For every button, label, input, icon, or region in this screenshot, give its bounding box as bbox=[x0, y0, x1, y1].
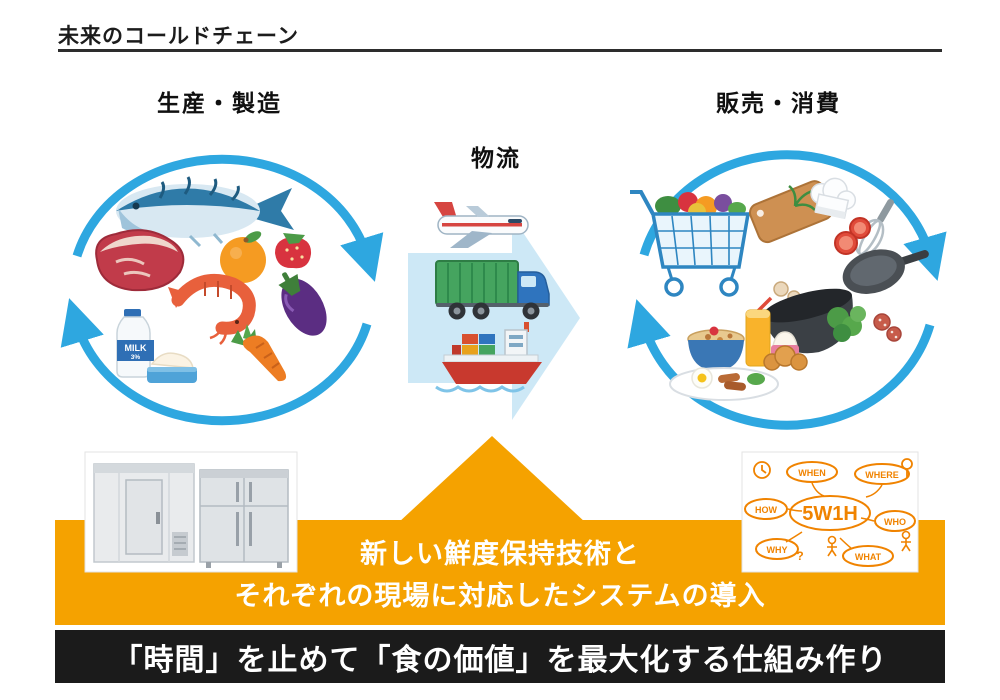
orange-juice-icon bbox=[745, 296, 773, 367]
label-logistics: 物流 bbox=[467, 139, 525, 173]
banner-text: 新しい鮮度保持技術と それぞれの現場に対応したシステムの導入 bbox=[0, 533, 1000, 617]
doodle-people-icon bbox=[827, 530, 911, 557]
shrimp-icon bbox=[168, 273, 256, 345]
whiteboard-word-when: WHEN bbox=[798, 468, 826, 478]
cargo-ship-icon bbox=[435, 322, 542, 393]
whiteboard-word-what: WHAT bbox=[855, 552, 882, 562]
shopping-cart-icon bbox=[630, 190, 751, 297]
eggplant-icon bbox=[278, 272, 327, 336]
upward-arrow bbox=[398, 436, 586, 523]
carrot-icon bbox=[231, 324, 287, 382]
doodle-clock-icon bbox=[753, 461, 771, 479]
production-cycle-arrows bbox=[60, 154, 384, 426]
beef-icon bbox=[95, 229, 185, 292]
whiteboard-center-text: 5W1H bbox=[802, 503, 858, 525]
truck-icon bbox=[435, 260, 550, 320]
whiteboard-word-how: HOW bbox=[755, 505, 778, 515]
label-production: 生産・製造 bbox=[153, 84, 286, 118]
frying-pan-icon bbox=[842, 249, 929, 294]
milk-label: MILK bbox=[125, 343, 147, 353]
5w1h-whiteboard-photo: 5W1H WHEN WHERE HOW WHO WHY WHAT ? bbox=[741, 451, 919, 573]
title-divider bbox=[58, 49, 942, 52]
refrigerators-photo bbox=[84, 451, 298, 573]
strawberry-icon bbox=[275, 233, 312, 269]
banner-line-1: 新しい鮮度保持技術と bbox=[360, 539, 640, 569]
breakfast-plate-icon bbox=[669, 367, 779, 401]
salami-icon bbox=[873, 313, 902, 342]
orange-icon bbox=[220, 231, 266, 283]
butter-icon bbox=[147, 352, 197, 383]
doodle-location-pin-icon bbox=[901, 458, 913, 478]
milk-sub-label: 3% bbox=[131, 354, 141, 361]
kale-icon bbox=[827, 306, 866, 342]
footer-band: 「時間」を止めて「食の価値」を最大化する仕組み作り bbox=[55, 630, 945, 683]
whiteboard-word-who: WHO bbox=[884, 517, 906, 527]
milk-icon: MILK 3% bbox=[116, 309, 154, 378]
whiteboard-question-mark: ? bbox=[796, 549, 803, 563]
tomato-slices-icon bbox=[834, 217, 871, 255]
fish-icon bbox=[116, 176, 294, 248]
whiteboard-word-why: WHY bbox=[767, 545, 788, 555]
footer-text: 「時間」を止めて「食の価値」を最大化する仕組み作り bbox=[112, 643, 888, 677]
cereal-bowl-icon bbox=[687, 326, 745, 371]
label-consumption: 販売・消費 bbox=[712, 84, 845, 118]
whiteboard-word-where: WHERE bbox=[865, 470, 899, 480]
airplane-icon bbox=[434, 202, 529, 248]
croissant-icon bbox=[763, 345, 808, 371]
page-title: 未来のコールドチェーン bbox=[58, 25, 299, 48]
doodle-connectors bbox=[785, 482, 883, 550]
banner-line-2: それぞれの現場に対応したシステムの導入 bbox=[234, 581, 766, 611]
chef-hat-icon bbox=[810, 177, 857, 219]
